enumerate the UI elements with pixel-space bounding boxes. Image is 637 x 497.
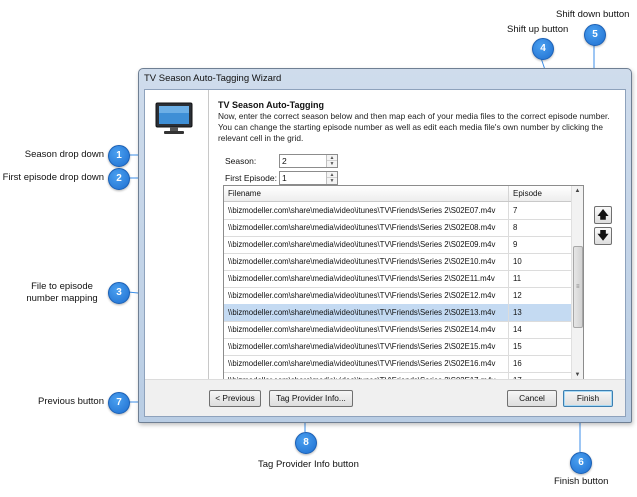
episode-cell[interactable]: 10	[508, 253, 571, 270]
scroll-down-icon[interactable]: ▼	[574, 372, 581, 378]
filename-cell[interactable]: \\bizmodeller.com\share\media\video\itun…	[228, 257, 496, 266]
callout-badge-8: 8	[295, 432, 317, 454]
filename-cell[interactable]: \\bizmodeller.com\share\media\video\itun…	[228, 291, 496, 300]
filename-cell[interactable]: \\bizmodeller.com\share\media\video\itun…	[228, 325, 496, 334]
episode-cell[interactable]: 11	[508, 270, 571, 287]
filename-cell[interactable]: \\bizmodeller.com\share\media\video\itun…	[228, 359, 496, 368]
spin-down-icon[interactable]: ▼	[329, 178, 335, 184]
table-row[interactable]: \\bizmodeller.com\share\media\video\itun…	[224, 338, 571, 356]
shift-down-button[interactable]: 🡇	[594, 227, 612, 245]
callout-badge-2: 2	[108, 168, 130, 190]
monitor-icon	[155, 102, 193, 134]
season-spinner[interactable]: 2 ▲▼	[279, 154, 338, 168]
table-row[interactable]: \\bizmodeller.com\share\media\video\itun…	[224, 236, 571, 254]
callout-badge-5: 5	[584, 24, 606, 46]
filename-cell[interactable]: \\bizmodeller.com\share\media\video\itun…	[228, 206, 496, 215]
episode-cell[interactable]: 17	[508, 372, 571, 381]
spin-down-icon[interactable]: ▼	[329, 161, 335, 167]
shift-up-button[interactable]: 🡅	[594, 206, 612, 224]
callout-badge-3: 3	[108, 282, 130, 304]
table-row[interactable]: \\bizmodeller.com\share\media\video\itun…	[224, 321, 571, 339]
table-row[interactable]: \\bizmodeller.com\share\media\video\itun…	[224, 304, 571, 322]
arrow-down-icon: 🡇	[597, 230, 609, 242]
left-banner	[145, 90, 209, 380]
callout-badge-6: 6	[570, 452, 592, 474]
episode-cell[interactable]: 13	[508, 304, 571, 321]
episode-cell[interactable]: 8	[508, 219, 571, 236]
filename-cell[interactable]: \\bizmodeller.com\share\media\video\itun…	[228, 342, 496, 351]
episode-cell[interactable]: 9	[508, 236, 571, 253]
wizard-window: TV Season Auto-Tagging Wizard TV Season …	[138, 68, 632, 423]
callout-badge-7: 7	[108, 392, 130, 414]
cancel-button[interactable]: Cancel	[507, 390, 557, 407]
first-episode-label: First Episode:	[225, 173, 277, 183]
episode-cell[interactable]: 16	[508, 355, 571, 372]
previous-button[interactable]: < Previous	[209, 390, 261, 407]
first-episode-value[interactable]: 1	[282, 173, 287, 183]
scrollbar-thumb[interactable]: ≡	[573, 246, 583, 328]
callout-label-mapping: File to episode number mapping	[26, 281, 98, 304]
season-value[interactable]: 2	[282, 156, 287, 166]
episode-cell[interactable]: 15	[508, 338, 571, 355]
column-header-filename[interactable]: Filename	[228, 189, 261, 198]
tag-provider-info-button[interactable]: Tag Provider Info...	[269, 390, 353, 407]
callout-badge-4: 4	[532, 38, 554, 60]
filename-cell[interactable]: \\bizmodeller.com\share\media\video\itun…	[228, 274, 495, 283]
table-row[interactable]: \\bizmodeller.com\share\media\video\itun…	[224, 270, 571, 288]
filename-cell[interactable]: \\bizmodeller.com\share\media\video\itun…	[224, 372, 508, 381]
grid-header: Filename Episode	[224, 186, 571, 202]
callout-label-previous: Previous button	[37, 396, 104, 407]
grid-scrollbar[interactable]: ▲ ≡ ▼	[571, 186, 583, 381]
window-client: TV Season Auto-Tagging Now, enter the co…	[144, 89, 626, 417]
callout-label-tag-provider: Tag Provider Info button	[258, 459, 359, 470]
arrow-up-icon: 🡅	[597, 209, 609, 221]
page-description: Now, enter the correct season below and …	[218, 111, 610, 143]
spin-up-icon[interactable]: ▲	[327, 172, 337, 178]
file-episode-grid[interactable]: Filename Episode \\bizmodeller.com\share…	[223, 185, 584, 382]
page-heading: TV Season Auto-Tagging	[218, 100, 324, 110]
filename-cell[interactable]: \\bizmodeller.com\share\media\video\itun…	[228, 223, 496, 232]
wizard-page: TV Season Auto-Tagging Now, enter the co…	[209, 90, 625, 382]
episode-cell[interactable]: 12	[508, 287, 571, 304]
table-row[interactable]: \\bizmodeller.com\share\media\video\itun…	[224, 372, 571, 381]
filename-cell[interactable]: \\bizmodeller.com\share\media\video\itun…	[228, 308, 496, 317]
finish-button[interactable]: Finish	[563, 390, 613, 407]
scroll-up-icon[interactable]: ▲	[574, 188, 581, 194]
table-row[interactable]: \\bizmodeller.com\share\media\video\itun…	[224, 355, 571, 373]
spin-up-icon[interactable]: ▲	[327, 155, 337, 161]
episode-cell[interactable]: 14	[508, 321, 571, 338]
callout-label-first-episode: First episode drop down	[2, 172, 104, 183]
callout-badge-1: 1	[108, 145, 130, 167]
table-row[interactable]: \\bizmodeller.com\share\media\video\itun…	[224, 202, 571, 220]
table-row[interactable]: \\bizmodeller.com\share\media\video\itun…	[224, 253, 571, 271]
season-label: Season:	[225, 156, 257, 166]
callout-label-shift-down: Shift down button	[556, 9, 630, 20]
episode-cell[interactable]: 7	[508, 202, 571, 219]
callout-label-season: Season drop down	[24, 149, 104, 160]
column-header-episode[interactable]: Episode	[508, 186, 571, 201]
first-episode-spinner[interactable]: 1 ▲▼	[279, 171, 338, 185]
callout-label-finish: Finish button	[554, 476, 609, 487]
filename-cell[interactable]: \\bizmodeller.com\share\media\video\itun…	[228, 240, 496, 249]
table-row[interactable]: \\bizmodeller.com\share\media\video\itun…	[224, 219, 571, 237]
wizard-footer: < Previous Tag Provider Info... Cancel F…	[145, 379, 625, 416]
window-title: TV Season Auto-Tagging Wizard	[144, 73, 282, 84]
callout-label-shift-up: Shift up button	[507, 24, 569, 35]
table-row[interactable]: \\bizmodeller.com\share\media\video\itun…	[224, 287, 571, 305]
